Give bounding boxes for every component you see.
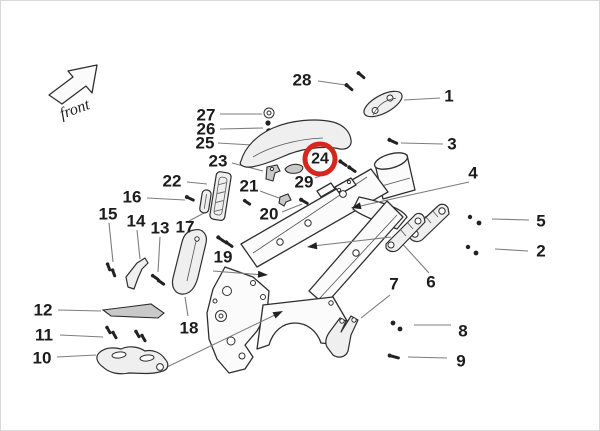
- callout-9[interactable]: 9: [456, 351, 466, 371]
- callout-27[interactable]: 27: [196, 105, 216, 125]
- part-12-strip: [101, 303, 165, 319]
- callout-15[interactable]: 15: [98, 204, 118, 224]
- part-21-clip: [278, 193, 292, 207]
- part-5-hardware: [467, 214, 482, 226]
- part-25-cover: [239, 119, 352, 168]
- part-7-guide: [325, 315, 359, 358]
- part-18-cover: [171, 229, 207, 295]
- part-3-screw: [387, 137, 399, 145]
- part-2-hardware: [465, 244, 479, 256]
- callout-5[interactable]: 5: [536, 211, 546, 231]
- part-19-screws: [216, 235, 234, 248]
- part-28-screws: [344, 71, 366, 92]
- callout-4[interactable]: 4: [468, 163, 478, 183]
- callout-25[interactable]: 25: [195, 133, 215, 153]
- callout-19[interactable]: 19: [213, 247, 233, 267]
- part-11-screws: [105, 325, 147, 343]
- part-27-washer: [263, 107, 275, 119]
- callout-3[interactable]: 3: [447, 134, 457, 154]
- part-9-screw: [387, 353, 400, 360]
- part-23-clip: [265, 164, 281, 182]
- callout-17[interactable]: 17: [175, 217, 195, 237]
- callout-12[interactable]: 12: [33, 300, 53, 320]
- callout-21[interactable]: 21: [239, 176, 259, 196]
- direction-arrows: [257, 202, 362, 319]
- callout-29[interactable]: 29: [294, 172, 314, 192]
- callout-26[interactable]: 26: [196, 119, 216, 139]
- callout-11[interactable]: 11: [35, 325, 53, 345]
- part-20-screw-b: [242, 198, 252, 206]
- part-17-slider: [199, 189, 212, 214]
- callout-10[interactable]: 10: [32, 348, 52, 368]
- callout-7[interactable]: 7: [389, 274, 399, 294]
- callout-22[interactable]: 22: [162, 171, 182, 191]
- part-6-bracket: [385, 212, 426, 253]
- callout-14[interactable]: 14: [126, 211, 146, 231]
- part-24-screws: [338, 159, 357, 173]
- part-13-screws: [150, 273, 166, 286]
- callout-24[interactable]: 24: [302, 141, 338, 177]
- callout-28[interactable]: 28: [292, 70, 312, 90]
- part-14-bracket: [125, 257, 149, 290]
- callout-13[interactable]: 13: [150, 218, 170, 238]
- callout-23[interactable]: 23: [208, 151, 228, 171]
- callout-16[interactable]: 16: [122, 187, 142, 207]
- part-16-screw: [184, 195, 195, 202]
- part-22-guard: [209, 171, 232, 221]
- frame-drawing: [206, 152, 416, 374]
- leader-lines: [56, 80, 530, 368]
- front-arrow-icon: [48, 64, 98, 105]
- part-15-screws: [105, 262, 117, 278]
- callout-1[interactable]: 1: [444, 86, 454, 106]
- callout-20[interactable]: 20: [259, 204, 279, 224]
- callout-2[interactable]: 2: [536, 241, 546, 261]
- part-29-pad: [284, 163, 304, 174]
- part-8-hardware: [390, 320, 403, 332]
- part-1-bracket: [363, 90, 403, 118]
- part-10-bracket: [96, 346, 169, 375]
- callout-8[interactable]: 8: [458, 321, 468, 341]
- callout-18[interactable]: 18: [179, 318, 199, 338]
- part-20-screw: [299, 197, 309, 205]
- callout-6[interactable]: 6: [426, 272, 436, 292]
